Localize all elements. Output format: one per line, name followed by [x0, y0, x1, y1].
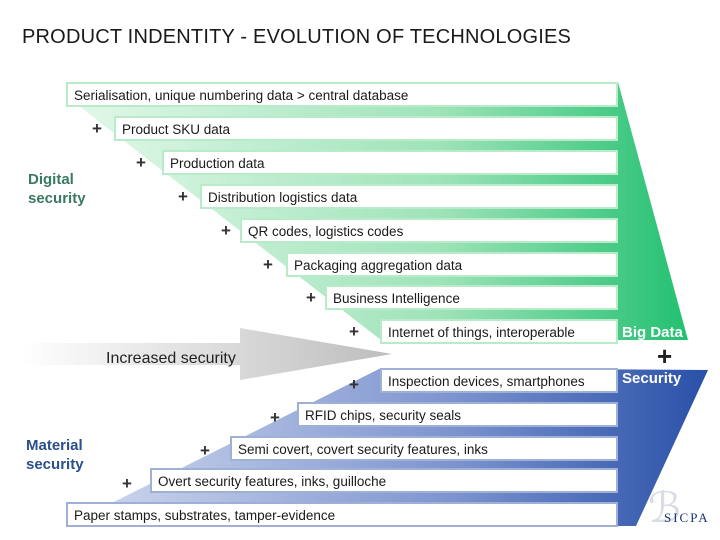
layer-product-sku: Product SKU data — [114, 116, 618, 141]
sicpa-logo: SICPA — [664, 510, 710, 525]
layer-serialisation: Serialisation, unique numbering data > c… — [66, 82, 618, 107]
layer-paper-stamps: Paper stamps, substrates, tamper-evidenc… — [66, 502, 618, 527]
layer-production: Production data — [162, 150, 618, 175]
increased-security-label: Increased security — [106, 350, 236, 367]
layer-business-intelligence: Business Intelligence — [325, 285, 618, 310]
plus-sign: + — [200, 441, 210, 460]
plus-sign: + — [263, 255, 273, 274]
layer-rfid-chips: RFID chips, security seals — [297, 402, 618, 427]
plus-sign: + — [270, 408, 280, 427]
security-label: Security — [622, 370, 682, 387]
layer-internet-of-things: Internet of things, interoperable — [380, 319, 618, 344]
layer-packaging: Packaging aggregation data — [286, 252, 618, 277]
big-data-label: Big Data — [622, 324, 683, 341]
plus-sign: + — [178, 187, 188, 206]
logo-watermark: ℬ — [648, 486, 681, 532]
page-title: PRODUCT INDENTITY - EVOLUTION OF TECHNOL… — [22, 26, 572, 48]
layer-distribution: Distribution logistics data — [200, 184, 618, 209]
layer-semi-covert: Semi covert, covert security features, i… — [230, 436, 618, 461]
increased-security-arrow — [20, 328, 392, 380]
plus-sign: + — [306, 288, 316, 307]
plus-sign: + — [122, 474, 132, 493]
plus-sign: + — [136, 153, 146, 172]
layer-inspection-devices: Inspection devices, smartphones — [380, 368, 618, 393]
digital-security-label: Digital security — [28, 171, 86, 207]
plus-sign: + — [92, 119, 102, 138]
plus-sign: + — [349, 322, 359, 341]
material-security-label: Material security — [26, 437, 84, 473]
plus-sign: + — [221, 221, 231, 240]
big-plus-sign: + — [657, 341, 673, 371]
plus-sign: + — [349, 375, 359, 394]
layer-overt-security: Overt security features, inks, guilloche — [150, 468, 618, 493]
layer-qr-codes: QR codes, logistics codes — [240, 218, 618, 243]
